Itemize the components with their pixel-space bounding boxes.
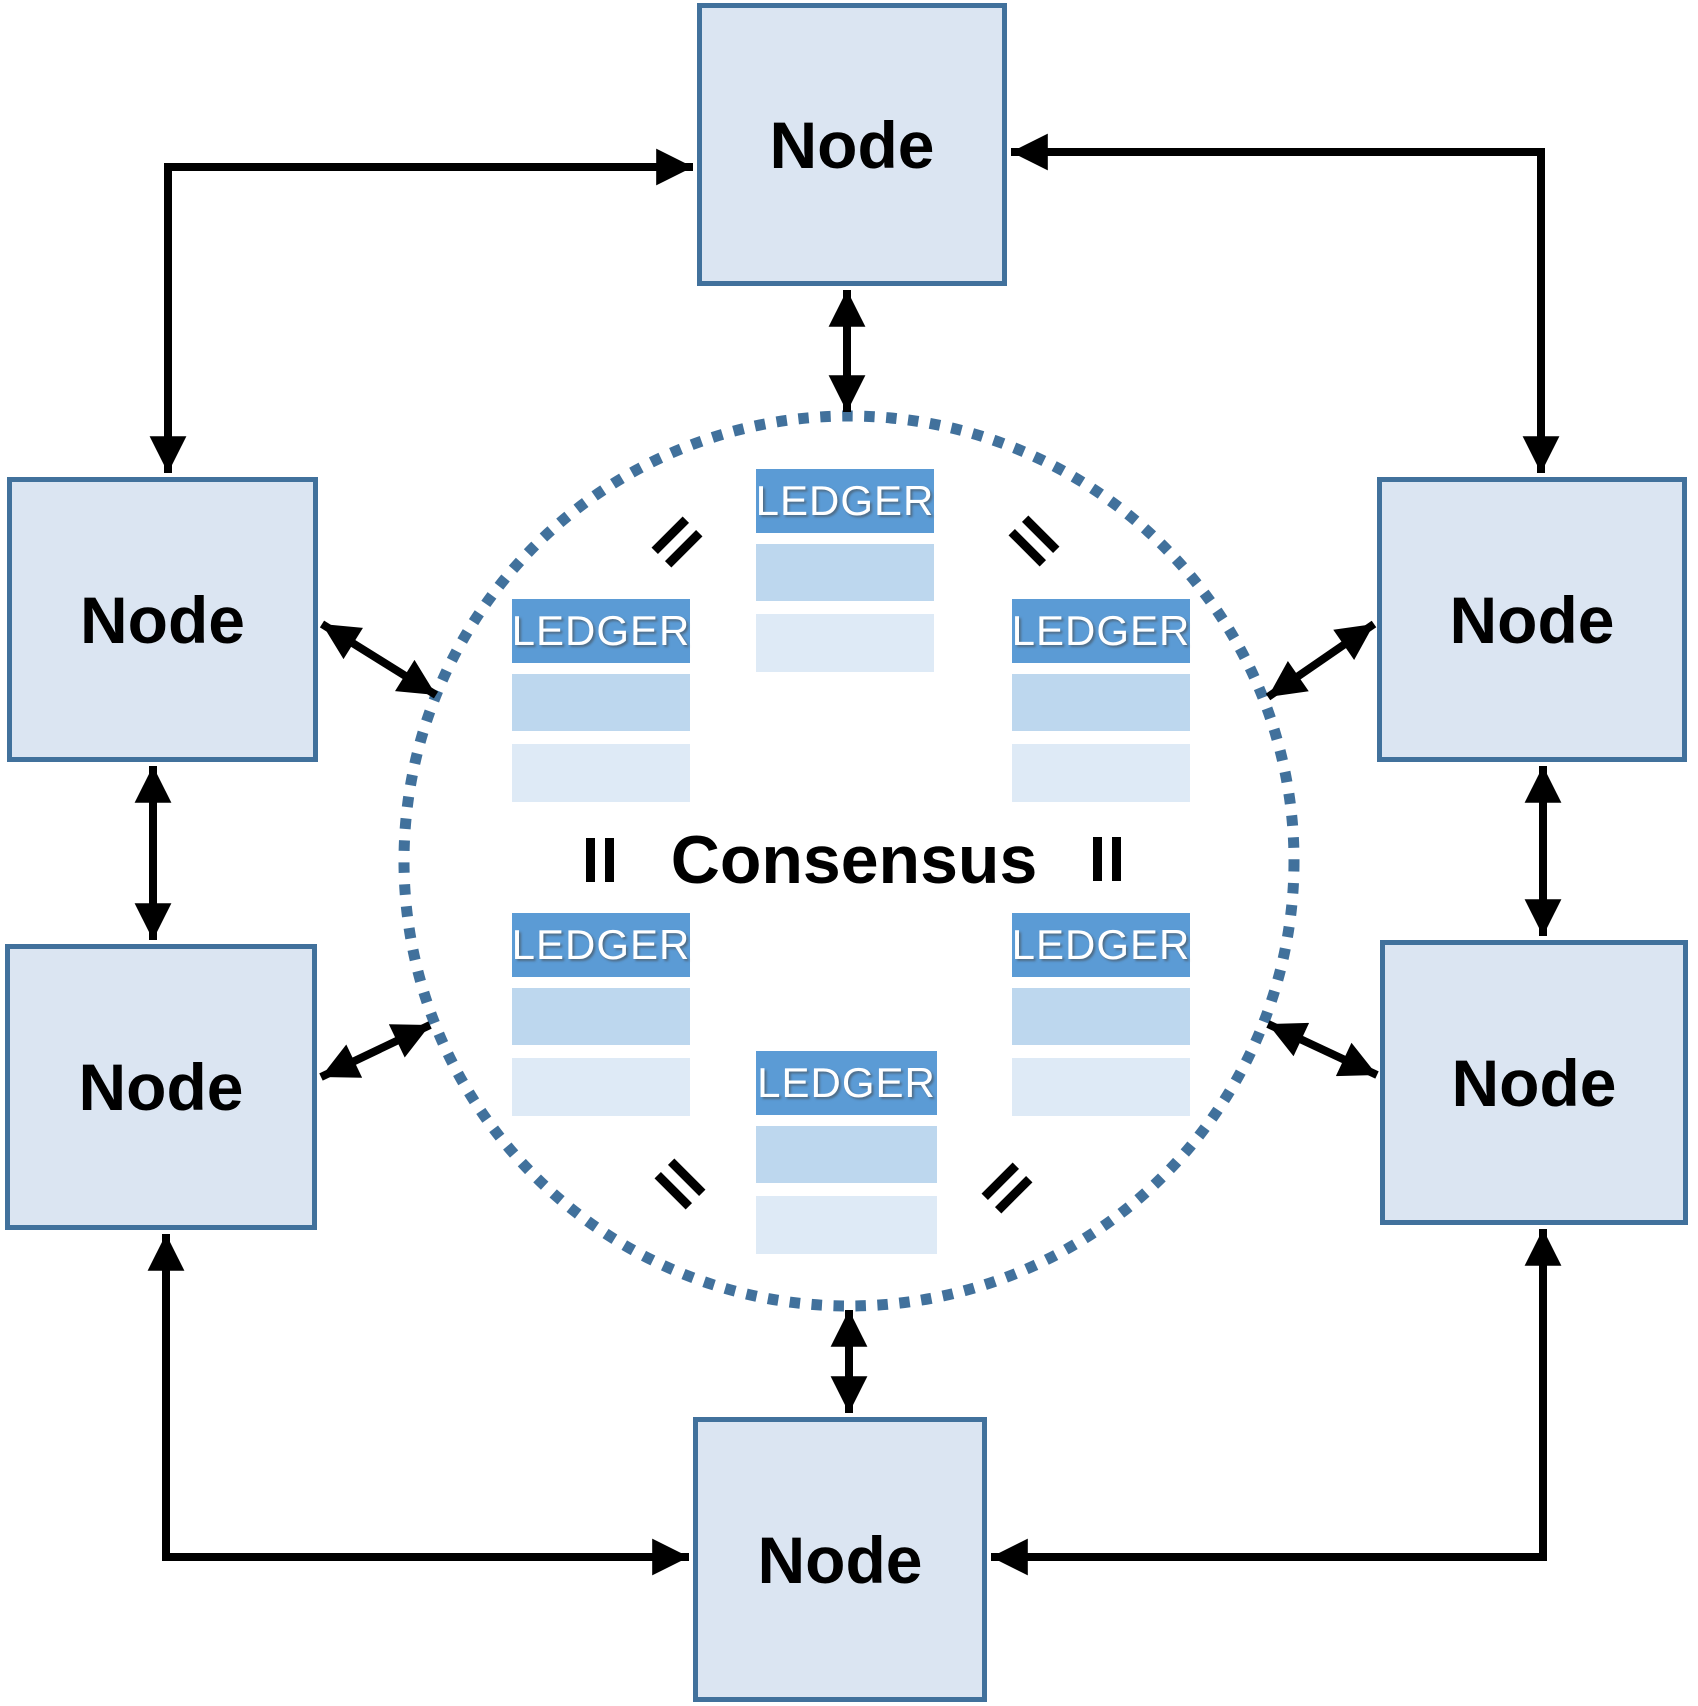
node-right-upper: Node [1377,477,1687,762]
dotted-circle-icon [398,410,1300,1312]
node-bottom: Node [693,1417,987,1702]
node-label: Node [757,1522,923,1597]
node-label: Node [769,107,935,182]
ledger-label: LEDGER [511,921,691,968]
node-label: Node [78,1050,244,1124]
node-label: Node [80,582,245,657]
ledger-header: LEDGER [756,469,934,533]
ledger-row [512,988,690,1045]
ledger-row [756,614,934,672]
ledger-row [1012,744,1190,802]
connector-bottomleft-corner [147,1234,689,1576]
node-left-upper: Node [7,477,318,762]
ledger-row [512,744,690,802]
ledger-header: LEDGER [512,599,690,663]
node-label: Node [1451,1045,1617,1120]
ledger-header: LEDGER [756,1051,937,1115]
connector-rightupper-node-to-ring [1265,620,1377,701]
connector-topright-corner [1011,133,1560,473]
node-left-lower: Node [5,944,317,1230]
ledger-label: LEDGER [757,1059,936,1106]
ledger-lower-left: LEDGER [512,913,690,1116]
ledger-upper-right: LEDGER [1012,599,1190,802]
ledger-row [1012,1058,1190,1116]
ledger-label: LEDGER [1011,921,1191,968]
ledger-row [1012,988,1190,1045]
double-bar-equals-icon [1093,837,1121,881]
ledger-label: LEDGER [511,607,691,654]
ledger-row [1012,674,1190,731]
connector-topleft-corner [149,148,693,473]
connector-bottomright-corner [991,1229,1562,1576]
ledger-row [756,1196,937,1254]
ledger-label: LEDGER [755,477,935,524]
consensus-label: Consensus [670,822,1038,898]
ledger-label: LEDGER [1011,607,1191,654]
connector-rightlower-node-to-ring [1266,1020,1379,1079]
ledger-row [512,1058,690,1116]
ledger-header: LEDGER [1012,913,1190,977]
ledger-upper-left: LEDGER [512,599,690,802]
ledger-header: LEDGER [512,913,690,977]
ledger-header: LEDGER [1012,599,1190,663]
connector-leftupper-node-to-ring [319,620,439,699]
ledger-top: LEDGER [756,469,934,672]
node-label: Node [1449,582,1615,657]
ledger-row [756,1126,937,1183]
node-top: Node [697,3,1007,286]
ledger-lower-right: LEDGER [1012,913,1190,1116]
connector-leftlower-node-to-ring [319,1021,432,1081]
ledger-row [512,674,690,731]
double-bar-equals-icon [586,838,614,882]
ledger-bottom: LEDGER [756,1051,937,1254]
node-right-lower: Node [1380,940,1688,1225]
ledger-row [756,544,934,601]
